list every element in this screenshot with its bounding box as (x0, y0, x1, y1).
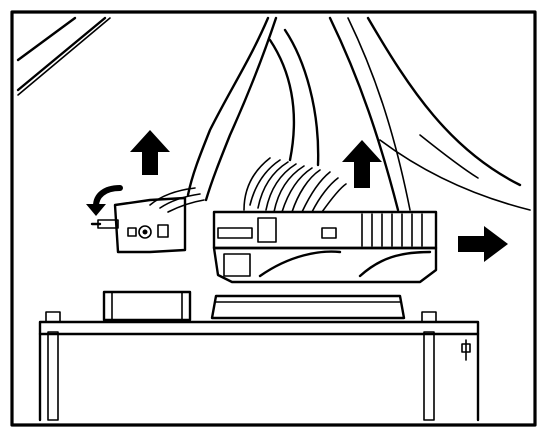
large-connector (212, 210, 438, 284)
arrow-up-left-icon (130, 130, 170, 175)
arrow-rotate-icon (86, 185, 123, 216)
arrow-right-icon (458, 226, 508, 262)
wire-harness (186, 16, 531, 212)
housing-rail-right (423, 331, 435, 421)
lower-housing (38, 290, 480, 422)
connector-ribs (361, 213, 423, 247)
arrow-up-right-icon (342, 140, 382, 188)
diagram-frame (10, 10, 537, 427)
connector-wires (243, 157, 347, 213)
trim-panel (16, 16, 111, 96)
housing-rail-left (47, 331, 59, 421)
small-connector (90, 196, 187, 254)
